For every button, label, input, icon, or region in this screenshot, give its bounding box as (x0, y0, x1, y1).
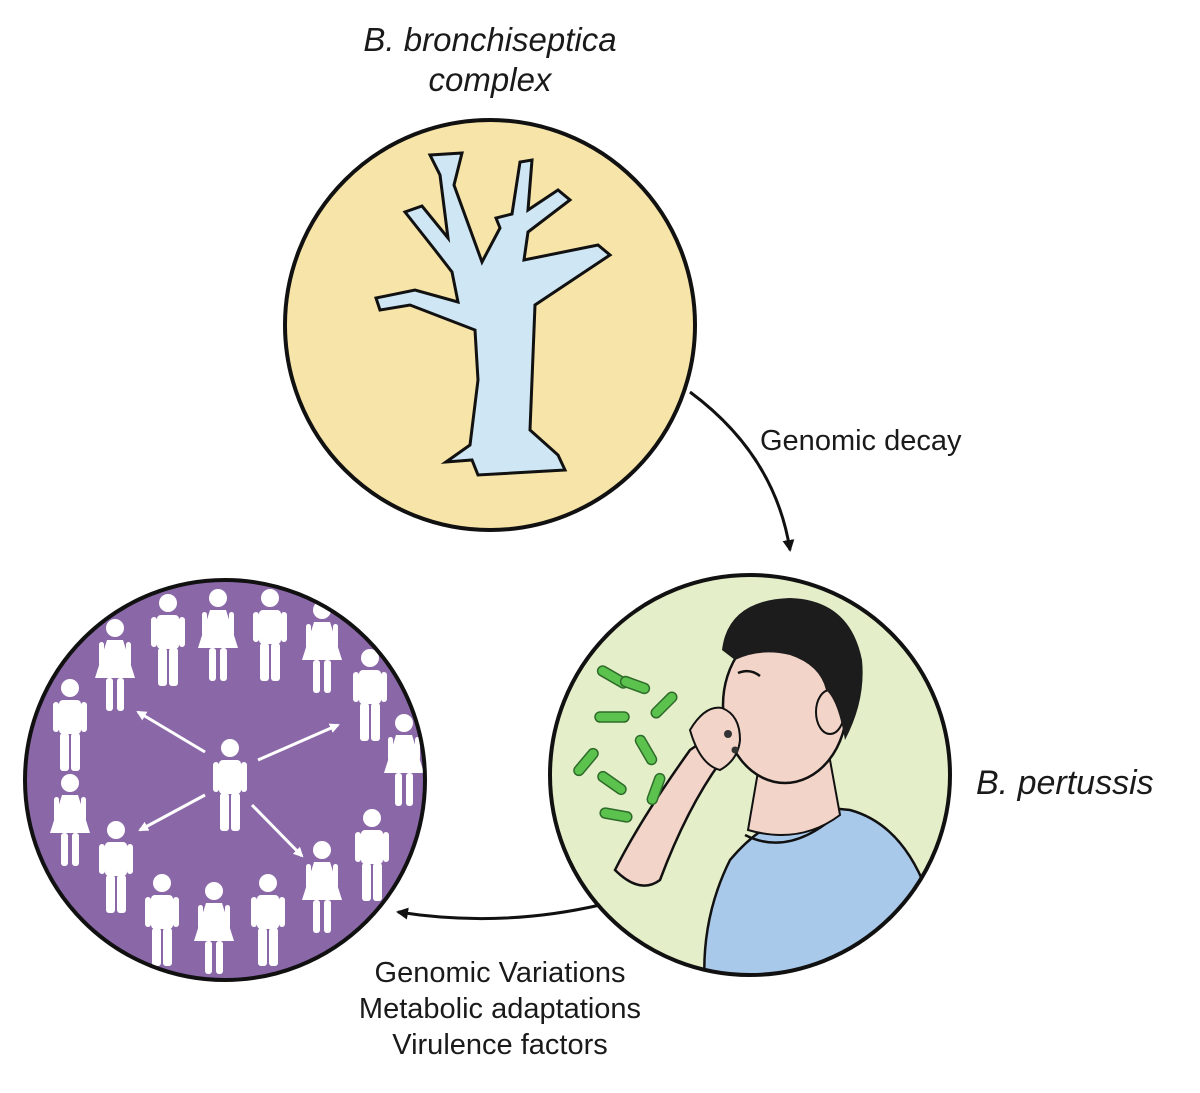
edge-top-to-right (689, 390, 795, 552)
right-node-label: B. pertussis (976, 764, 1154, 802)
edge-right-to-left-label: Genomic Variations Metabolic adaptations… (300, 955, 700, 1063)
left-node-border (23, 578, 427, 982)
top-node (283, 118, 697, 532)
top-node-title: B. bronchiseptica complex (300, 20, 680, 100)
edge-label-line-1: Genomic Variations (374, 957, 626, 989)
edge-top-to-right-label: Genomic decay (760, 425, 962, 457)
coughing-child-icon (573, 598, 932, 975)
tree-icon (374, 151, 613, 477)
top-node-title-line1: B. bronchiseptica (363, 21, 617, 58)
edge-label-line-2: Metabolic adaptations (358, 993, 642, 1025)
right-node-border (548, 573, 952, 977)
right-node (548, 573, 952, 977)
edge-right-to-left (396, 903, 601, 921)
edge-label-line-3: Virulence factors (392, 1029, 608, 1061)
spread-arrows (136, 710, 340, 858)
top-node-title-line2: complex (428, 61, 552, 98)
left-node (23, 578, 427, 982)
